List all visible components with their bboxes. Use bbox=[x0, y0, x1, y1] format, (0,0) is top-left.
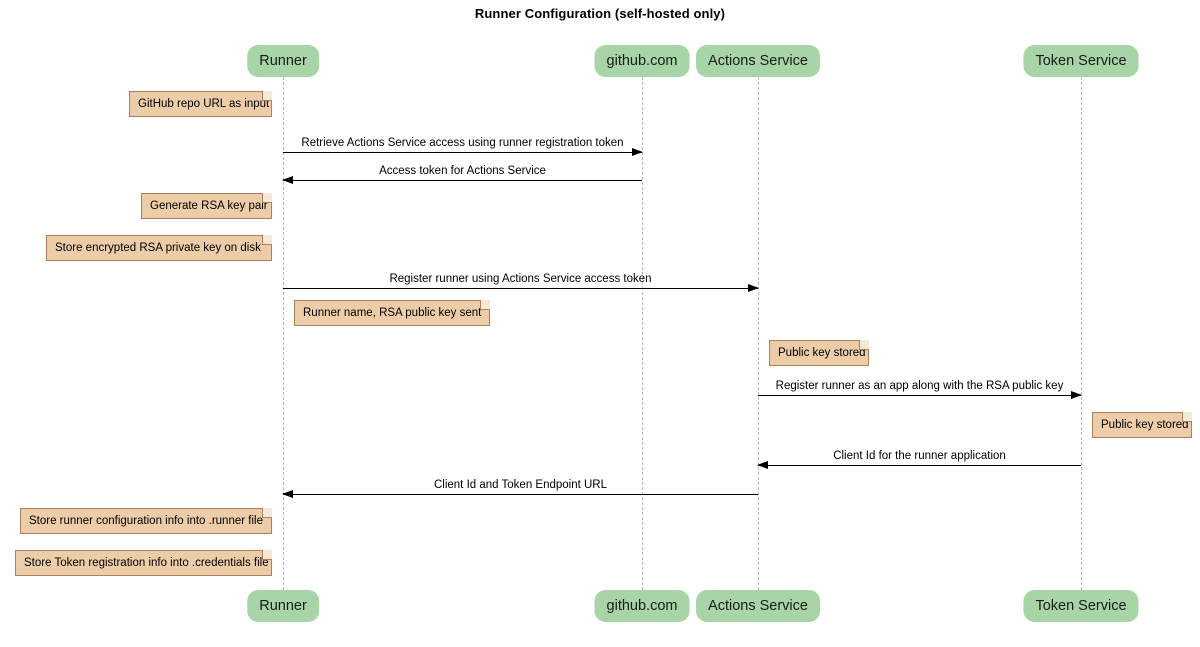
participant-token-top[interactable]: Token Service bbox=[1023, 45, 1139, 77]
note: Store Token registration info into .cred… bbox=[15, 550, 272, 576]
arrowhead-right-icon bbox=[1071, 390, 1082, 399]
message-actions-to-token: Register runner as an app along with the… bbox=[758, 380, 1082, 399]
message-token-to-actions: Client Id for the runner application bbox=[757, 450, 1081, 469]
note: Public key stored bbox=[1092, 412, 1192, 438]
note-fold-corner-icon bbox=[262, 235, 272, 245]
note-fold-corner-icon bbox=[480, 300, 490, 310]
message-label: Register runner using Actions Service ac… bbox=[389, 273, 652, 285]
message-github-to-runner: Access token for Actions Service bbox=[282, 165, 642, 184]
participant-runner-bottom[interactable]: Runner bbox=[247, 590, 319, 622]
note-fold-corner-icon bbox=[262, 91, 272, 101]
note-fold-corner-icon bbox=[262, 508, 272, 518]
arrowhead-left-icon bbox=[282, 489, 293, 498]
note-fold-corner-icon bbox=[1182, 412, 1192, 422]
participant-runner-top[interactable]: Runner bbox=[247, 45, 319, 77]
note-fold-corner-icon bbox=[859, 340, 869, 350]
message-label: Client Id for the runner application bbox=[833, 450, 1006, 462]
note: Public key stored bbox=[769, 340, 869, 366]
note-fold-corner-icon bbox=[262, 193, 272, 203]
diagram-title: Runner Configuration (self-hosted only) bbox=[474, 6, 726, 21]
message-label: Register runner as an app along with the… bbox=[775, 380, 1064, 392]
lifeline-token bbox=[1081, 77, 1082, 590]
note: GitHub repo URL as input bbox=[129, 91, 272, 117]
lifeline-actions bbox=[758, 77, 759, 590]
arrowhead-right-icon bbox=[748, 283, 759, 292]
participant-actions-bottom[interactable]: Actions Service bbox=[696, 590, 820, 622]
participant-actions-top[interactable]: Actions Service bbox=[696, 45, 820, 77]
message-label: Access token for Actions Service bbox=[379, 165, 546, 177]
message-actions-to-runner: Client Id and Token Endpoint URL bbox=[282, 479, 758, 498]
lifeline-runner bbox=[283, 77, 284, 590]
message-label: Client Id and Token Endpoint URL bbox=[433, 479, 608, 491]
participant-github-top[interactable]: github.com bbox=[594, 45, 690, 77]
participant-github-bottom[interactable]: github.com bbox=[594, 590, 690, 622]
participant-token-bottom[interactable]: Token Service bbox=[1023, 590, 1139, 622]
lifeline-github bbox=[642, 77, 643, 590]
note-fold-corner-icon bbox=[262, 550, 272, 560]
arrowhead-left-icon bbox=[282, 175, 293, 184]
arrowhead-left-icon bbox=[757, 460, 768, 469]
message-runner-to-actions: Register runner using Actions Service ac… bbox=[283, 273, 759, 292]
note: Runner name, RSA public key sent bbox=[294, 300, 490, 326]
note: Store encrypted RSA private key on disk bbox=[46, 235, 272, 261]
arrowhead-right-icon bbox=[632, 147, 643, 156]
message-label: Retrieve Actions Service access using ru… bbox=[301, 137, 624, 149]
message-runner-to-github: Retrieve Actions Service access using ru… bbox=[283, 137, 643, 156]
note: Store runner configuration info into .ru… bbox=[20, 508, 272, 534]
note: Generate RSA key pair bbox=[141, 193, 272, 219]
